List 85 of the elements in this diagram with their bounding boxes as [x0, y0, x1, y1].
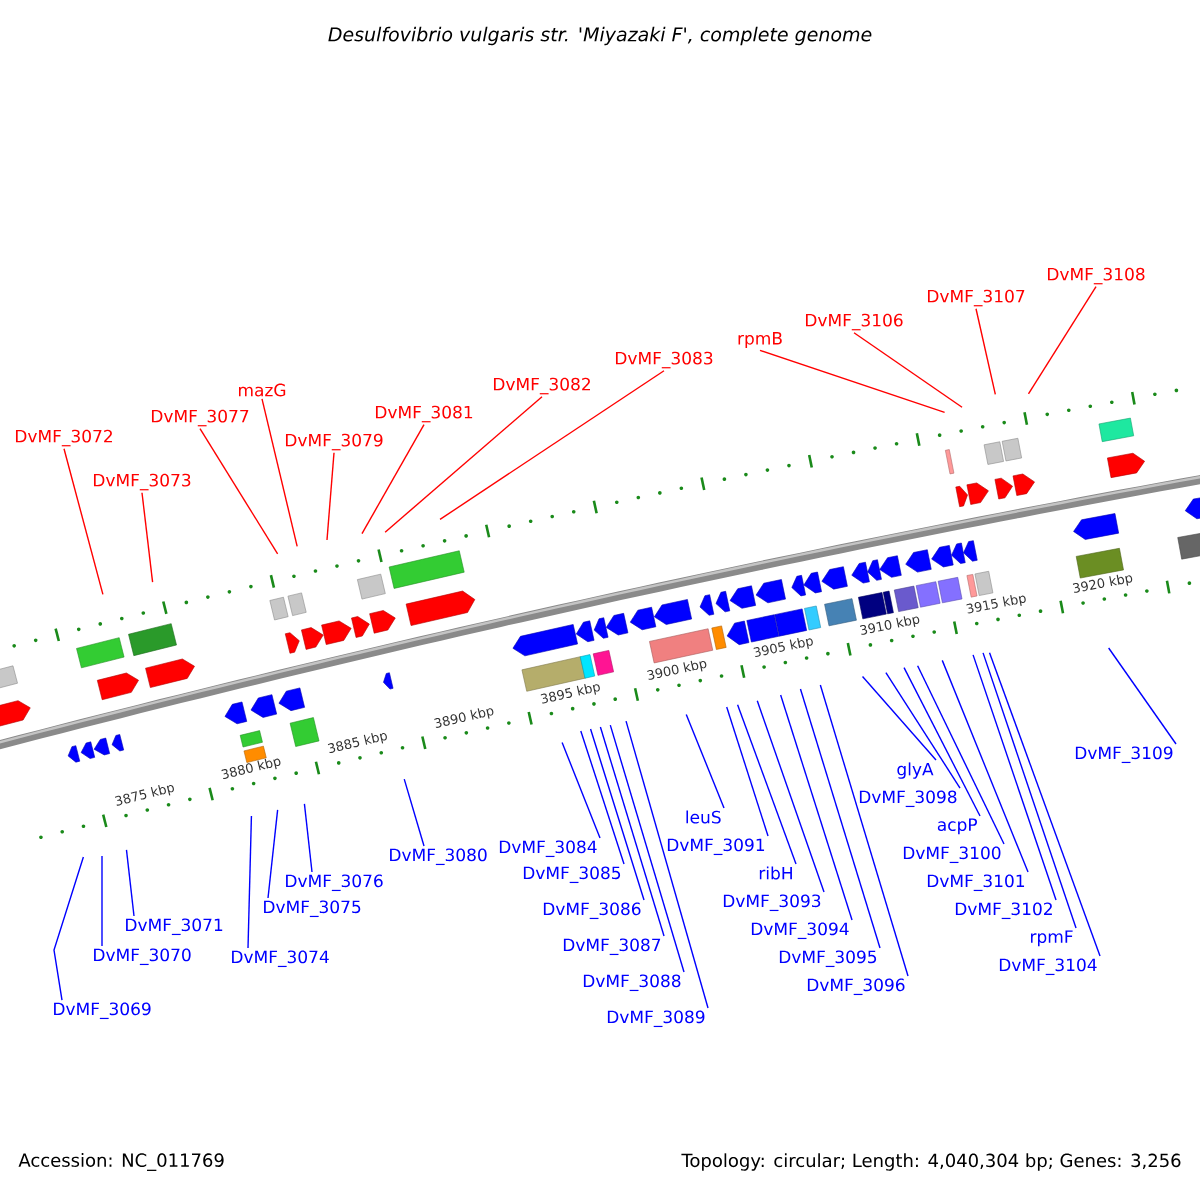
- gene-label: acpP: [937, 818, 978, 835]
- footer-text: Topology: circular; Length: 4,040,304 bp; Genes: 3,256: [681, 1153, 1181, 1171]
- gene-label: ribH: [759, 866, 792, 880]
- gene-label: DvMF_3069: [54, 1002, 151, 1020]
- leader-line: [599, 726, 665, 937]
- leader-line: [439, 370, 665, 521]
- leader-line: [903, 666, 981, 817]
- gene-label: DvMF_3100: [903, 846, 1001, 864]
- gene-label: DvMF_3086: [543, 902, 641, 920]
- gene-label: DvMF_3091: [667, 838, 765, 856]
- gene-label: DvMF_3082: [494, 377, 590, 395]
- leader-line: [982, 652, 1077, 929]
- leader-line: [267, 809, 279, 899]
- footer-text: Accession: NC_011769: [18, 1153, 224, 1171]
- gene-label: DvMF_3080: [390, 848, 487, 866]
- title: Desulfovibrio vulgaris str. 'Miyazaki F', complete genome: [328, 26, 872, 46]
- leader-line: [853, 332, 963, 408]
- gene-label: DvMF_3073: [94, 473, 191, 491]
- leader-line: [975, 308, 997, 395]
- leader-line: [261, 398, 298, 548]
- leader-line: [199, 428, 279, 555]
- gene-label: rpmF: [1031, 930, 1073, 947]
- leader-line: [101, 855, 103, 947]
- leader-line: [1107, 647, 1177, 745]
- gene-label: DvMF_3096: [807, 978, 905, 996]
- leader-line: [625, 720, 709, 1009]
- gene-label: DvMF_3084: [499, 840, 597, 858]
- gene-label: DvMF_3107: [928, 289, 1025, 307]
- leader-line: [63, 448, 104, 596]
- gene-label: DvMF_3101: [927, 874, 1025, 892]
- gene-label: DvMF_3109: [1075, 746, 1173, 764]
- gene-label: DvMF_3085: [523, 866, 621, 884]
- leader-line: [326, 452, 335, 541]
- leader-line: [736, 703, 797, 865]
- leader-line: [799, 688, 881, 949]
- leader-line: [988, 652, 1101, 957]
- gene-label: DvMF_3102: [955, 902, 1052, 920]
- gene-label: DvMF_3083: [616, 351, 713, 369]
- gene-label: DvMF_3076: [286, 874, 383, 892]
- gene-label: DvMF_3072: [16, 429, 112, 447]
- leader-line: [1027, 286, 1097, 395]
- gene-label: DvMF_3077: [152, 409, 249, 427]
- leader-line: [861, 675, 937, 761]
- gene-label: rpmB: [738, 332, 782, 348]
- gene-label: leuS: [686, 810, 721, 824]
- leader-line: [561, 741, 601, 839]
- gene-label: DvMF_3104: [999, 958, 1097, 976]
- leader-line: [916, 665, 1005, 845]
- gene-label: DvMF_3071: [126, 918, 223, 936]
- leader-line: [125, 849, 135, 917]
- gene-label: DvMF_3081: [376, 405, 473, 423]
- gene-label: DvMF_3095: [779, 950, 877, 968]
- gene-label: DvMF_3106: [806, 313, 903, 331]
- gene-label: DvMF_3087: [563, 938, 661, 956]
- leader-line: [53, 856, 85, 1001]
- gene-label: DvMF_3108: [1048, 267, 1145, 285]
- gene-label: DvMF_3088: [583, 974, 681, 992]
- gene-label: DvMF_3089: [607, 1010, 705, 1028]
- gene-label: DvMF_3074: [232, 950, 329, 968]
- leader-line: [726, 706, 769, 837]
- leader-line: [580, 730, 625, 865]
- leader-line: [941, 659, 1029, 873]
- gene-label: DvMF_3098: [859, 790, 957, 808]
- leader-line: [819, 684, 909, 977]
- leader-line: [303, 803, 313, 873]
- gene-label: mazG: [239, 383, 286, 397]
- gene-label: DvMF_3070: [94, 948, 191, 966]
- leader-line: [756, 700, 825, 893]
- leader-line: [759, 349, 946, 413]
- leader-line: [609, 724, 685, 973]
- leader-line: [247, 815, 253, 949]
- gene-label: DvMF_3094: [751, 922, 849, 940]
- leader-line: [972, 654, 1057, 901]
- gene-label: DvMF_3093: [723, 894, 821, 912]
- gene-label: glyA: [897, 762, 934, 779]
- leader-line: [685, 713, 725, 809]
- leader-line: [403, 778, 425, 847]
- gene-label: DvMF_3079: [286, 433, 383, 451]
- leader-line: [885, 671, 961, 789]
- leader-line: [141, 492, 154, 583]
- leader-line: [361, 424, 425, 535]
- leader-line: [384, 396, 543, 533]
- leader-line: [779, 694, 853, 921]
- leader-line: [589, 728, 645, 901]
- gene-label: DvMF_3075: [264, 900, 361, 918]
